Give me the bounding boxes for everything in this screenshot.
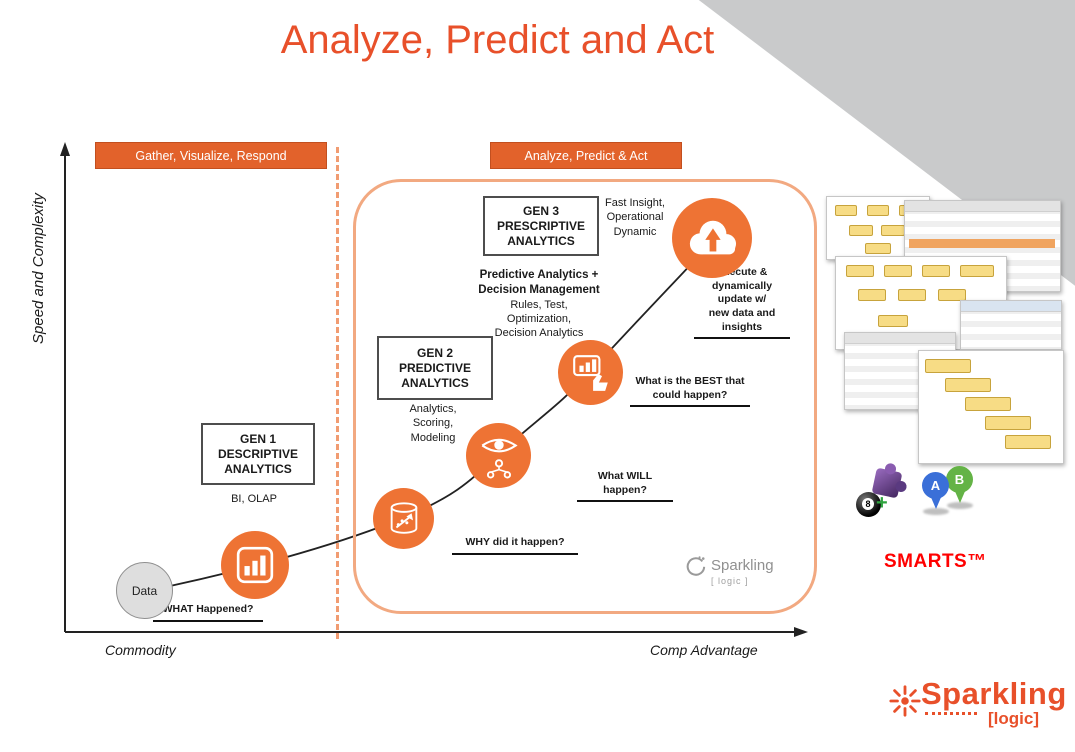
dashed-divider	[336, 147, 339, 639]
grid-header	[961, 301, 1061, 312]
flow-node	[849, 225, 873, 236]
tree-node	[1005, 435, 1051, 449]
flow-node	[878, 315, 908, 327]
sparkle-logo-icon	[889, 685, 921, 717]
logo-name: Sparkling	[921, 676, 1067, 711]
watermark-name: Sparkling	[711, 556, 774, 574]
logo-sub: [logic]	[988, 709, 1039, 728]
gen3-subtitle-bold: Predictive Analytics + Decision Manageme…	[478, 269, 600, 296]
logo-dots-decoration	[925, 712, 977, 715]
gen2-subtitle: Analytics, Scoring, Modeling	[409, 403, 457, 444]
analyze-predict-act-frame	[353, 179, 817, 614]
execute-cloud-node	[672, 198, 752, 278]
flow-node	[881, 225, 905, 236]
tree-node	[925, 359, 971, 373]
flow-node	[960, 265, 994, 277]
smarts-screenshots	[820, 190, 1068, 470]
prescriptive-analytics-node	[558, 340, 623, 405]
gen2-box-label: GEN 2 PREDICTIVE ANALYTICS	[398, 345, 471, 390]
screenshot-grid-small	[960, 300, 1062, 350]
database-scatter-icon	[390, 501, 417, 534]
fast-insight-note: Fast Insight, Operational Dynamic	[605, 197, 665, 238]
question-best-that-could-happen: What is the BEST that could happen?	[630, 375, 750, 408]
banner-analyze-predict-act: Analyze, Predict & Act	[490, 142, 682, 169]
gen1-box: GEN 1 DESCRIPTIVE ANALYTICS	[201, 423, 315, 485]
chart-thumbs-up-icon	[572, 354, 608, 391]
flow-node	[922, 265, 950, 277]
gen1-box-label: GEN 1 DESCRIPTIVE ANALYTICS	[217, 431, 298, 476]
gen2-box: GEN 2 PREDICTIVE ANALYTICS	[377, 336, 493, 400]
question-what-happened: WHAT Happened?	[153, 603, 263, 622]
eye-hierarchy-icon	[481, 438, 518, 478]
flow-node	[858, 289, 886, 301]
predictive-analytics-node	[466, 423, 531, 488]
question-what-will-happen: What WILL happen?	[577, 470, 673, 503]
page-title: Analyze, Predict and Act	[280, 18, 715, 62]
watermark-sub: [ logic ]	[711, 576, 749, 586]
tree-node	[985, 416, 1031, 430]
eight-ball-number: 8	[862, 498, 874, 510]
x-axis-label-left: Commodity	[105, 642, 176, 658]
gen3-subtitle: Predictive Analytics + Decision Manageme…	[476, 268, 602, 341]
table-header	[905, 201, 1060, 212]
pin-a-letter: A	[930, 478, 941, 493]
map-pin-b-icon: B	[946, 466, 973, 503]
screenshot-decision-tree	[918, 350, 1064, 464]
question-why-did-it-happen: WHY did it happen?	[452, 536, 578, 555]
x-axis-label-right: Comp Advantage	[650, 642, 758, 658]
gen3-subtitle-rest: Rules, Test, Optimization, Decision Anal…	[494, 298, 584, 340]
gen3-box-label: GEN 3 PRESCRIPTIVE ANALYTICS	[496, 203, 586, 248]
pin-b-letter: B	[954, 472, 965, 487]
cloud-upload-icon	[689, 220, 737, 255]
flow-node	[846, 265, 874, 277]
flow-node	[884, 265, 912, 277]
map-pin-a-icon: A	[922, 472, 949, 509]
flow-node	[938, 289, 966, 301]
gen1-subtitle: BI, OLAP	[231, 493, 277, 505]
product-name: SMARTS™	[884, 551, 987, 572]
diagnostic-analytics-node	[373, 488, 434, 549]
banner-gather-visualize-respond: Gather, Visualize, Respond	[95, 142, 327, 169]
plus-icon: +	[876, 492, 888, 514]
flow-node	[867, 205, 889, 216]
data-node: Data	[116, 562, 173, 619]
tree-node	[965, 397, 1011, 411]
descriptive-analytics-node	[221, 531, 289, 599]
flow-node	[865, 243, 891, 254]
sparkling-circle-icon	[686, 556, 706, 576]
sparkling-watermark: Sparkling [ logic ]	[684, 554, 804, 586]
flow-node	[835, 205, 857, 216]
bar-chart-icon	[236, 546, 274, 584]
gen3-box: GEN 3 PRESCRIPTIVE ANALYTICS	[483, 196, 599, 256]
highlighted-row	[909, 239, 1055, 248]
flow-node	[898, 289, 926, 301]
eight-ball-icon: 8	[856, 492, 881, 517]
y-axis-label: Speed and Complexity	[30, 193, 47, 344]
tree-node	[945, 378, 991, 392]
form-header	[845, 333, 955, 344]
